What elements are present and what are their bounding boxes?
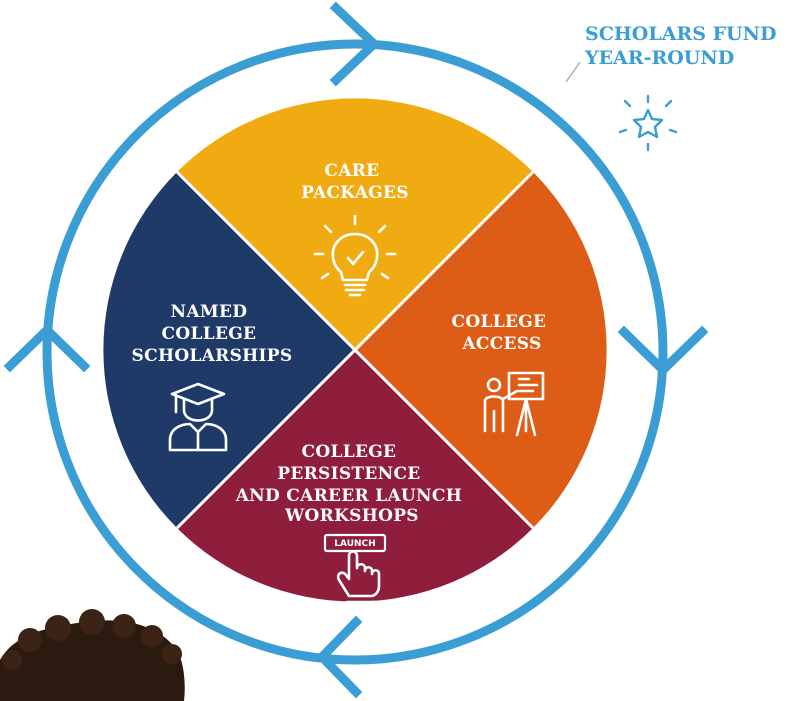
scholarships-line-2: COLLEGE <box>162 324 257 344</box>
persistence-line-1: COLLEGE <box>302 442 397 462</box>
scholarships-line-3: SCHOLARSHIPS <box>132 346 293 366</box>
star-icon <box>618 94 678 152</box>
segment-college-access <box>355 172 607 528</box>
scholarships-line-1: NAMED <box>171 302 248 322</box>
persistence-line-4: WORKSHOPS <box>284 506 419 526</box>
segment-scholarships <box>103 172 355 528</box>
persistence-label: COLLEGE PERSISTENCE AND CAREER LAUNCH WO… <box>235 442 469 526</box>
arrow-bottom-icon <box>315 615 363 699</box>
care-packages-line-1: CARE <box>324 161 379 181</box>
college-access-line-1: COLLEGE <box>452 312 547 332</box>
persistence-line-2: PERSISTENCE <box>277 464 420 484</box>
launch-button-label: LAUNCH <box>334 539 375 549</box>
graduate-icon <box>168 382 228 452</box>
arrow-right-icon <box>617 325 709 377</box>
student-photo-hair <box>0 609 185 701</box>
persistence-line-3: AND CAREER LAUNCH <box>235 486 462 506</box>
presenter-board-icon <box>483 371 545 437</box>
college-access-line-2: ACCESS <box>461 334 541 354</box>
care-packages-line-2: PACKAGES <box>301 183 409 203</box>
cycle-ring <box>42 39 668 665</box>
care-packages-label: CARE PACKAGES <box>301 161 409 203</box>
launch-button-icon: LAUNCH <box>323 533 387 604</box>
arrow-top-icon <box>329 1 381 87</box>
scholarships-label: NAMED COLLEGE SCHOLARSHIPS <box>132 302 293 366</box>
callout-line-1: SCHOLARS FUND <box>585 23 776 45</box>
callout-line-2: YEAR-ROUND <box>584 47 734 69</box>
callout-text: SCHOLARS FUND YEAR-ROUND <box>584 23 783 69</box>
segment-persistence <box>177 350 533 602</box>
college-access-label: COLLEGE ACCESS <box>452 312 553 354</box>
lightbulb-check-icon <box>313 214 397 297</box>
callout-pointer <box>565 61 581 83</box>
arrow-left-icon <box>3 323 91 373</box>
segment-divider <box>175 170 535 530</box>
